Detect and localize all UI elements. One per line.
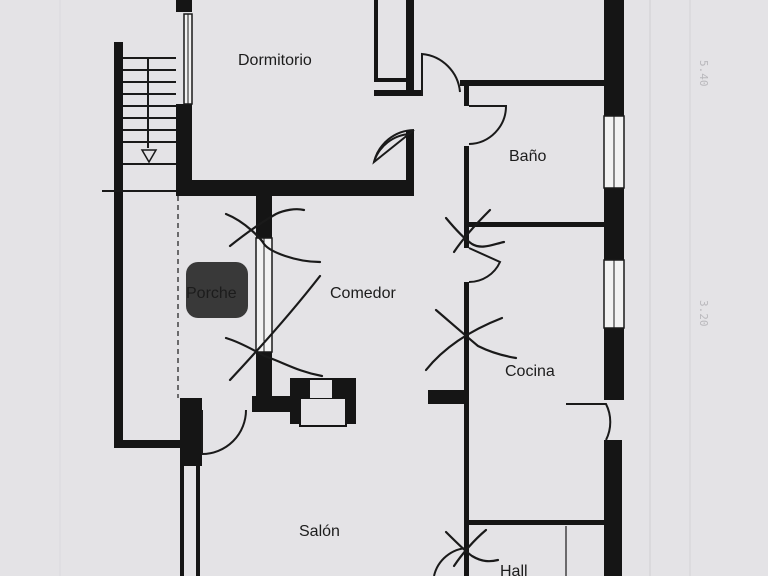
- svg-text:3.20: 3.20: [697, 300, 710, 327]
- svg-text:5.40: 5.40: [697, 60, 710, 87]
- down-triangle-icon: [140, 149, 158, 164]
- windows: [183, 13, 625, 353]
- room-label-cocina: Cocina: [505, 363, 555, 380]
- room-label-hall: Hall: [500, 563, 528, 576]
- room-label-salon: Salón: [299, 523, 340, 540]
- staircase: [102, 42, 208, 448]
- room-label-bano: Baño: [509, 148, 546, 165]
- room-label-porche: Porche: [186, 285, 237, 302]
- room-label-dormitorio: Dormitorio: [238, 52, 312, 69]
- faint-print-through: 5.40 3.20: [697, 60, 710, 327]
- sketch-marks: [224, 208, 518, 568]
- door-swings: [201, 52, 612, 576]
- walls: [118, 0, 624, 576]
- redaction-blob: [186, 262, 248, 318]
- room-label-comedor: Comedor: [330, 285, 396, 302]
- background-marks: [59, 0, 691, 576]
